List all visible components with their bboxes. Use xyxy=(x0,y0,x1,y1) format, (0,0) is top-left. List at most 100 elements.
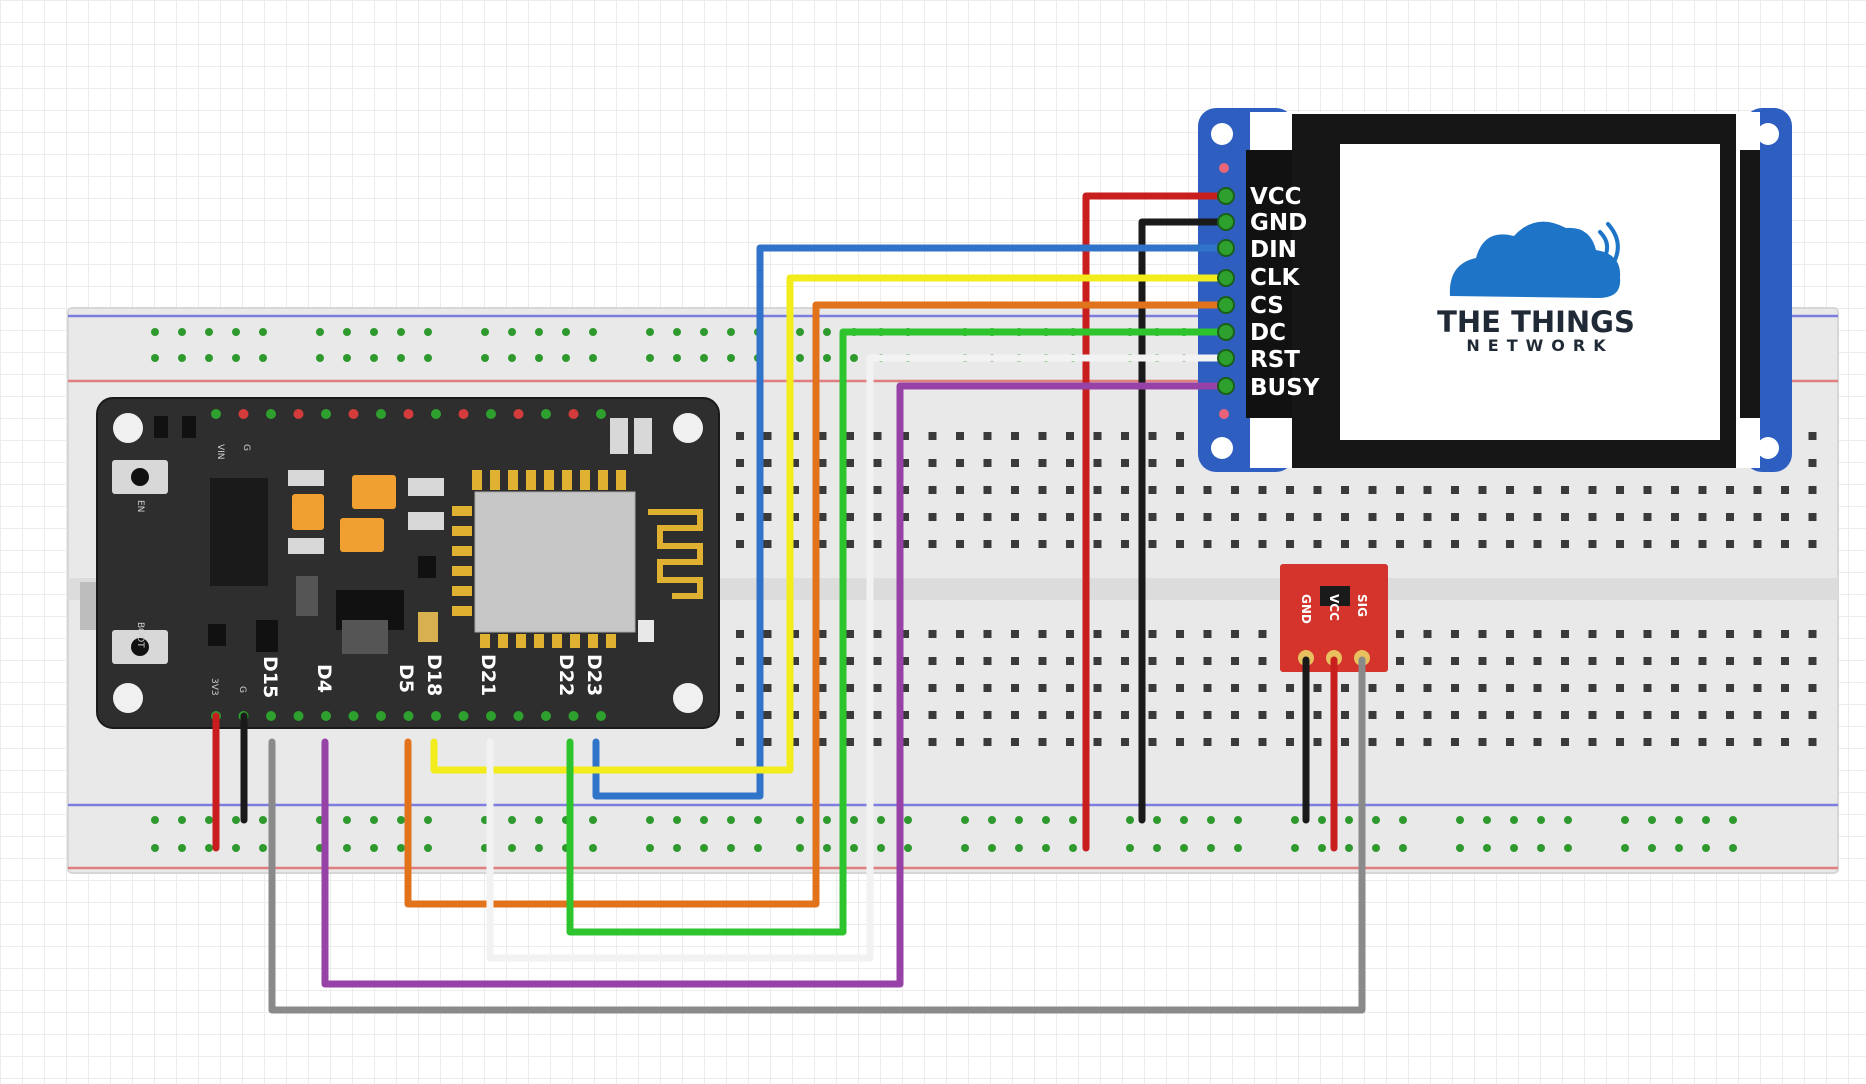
module-pad xyxy=(452,586,472,596)
rail-hole xyxy=(535,844,543,852)
header-pin xyxy=(596,409,606,419)
sensor-pin-label-sig: SIG xyxy=(1355,594,1369,617)
rail-hole xyxy=(646,354,654,362)
breadboard-hole xyxy=(1258,657,1267,665)
breadboard-hole xyxy=(1176,684,1184,692)
breadboard-hole xyxy=(1588,738,1597,746)
breadboard-hole xyxy=(1451,513,1459,521)
header-pin xyxy=(513,409,524,419)
rail-hole xyxy=(178,328,186,336)
rail-hole xyxy=(1207,816,1215,824)
breadboard-hole xyxy=(1643,630,1652,638)
breadboard-hole xyxy=(1148,459,1157,467)
header-pin xyxy=(266,711,276,721)
rail-hole xyxy=(259,844,267,852)
breadboard-hole xyxy=(1038,459,1047,467)
rail-hole xyxy=(1069,816,1077,824)
module-pad xyxy=(498,634,508,648)
breadboard-hole xyxy=(1396,657,1404,665)
breadboard-hole xyxy=(1038,432,1047,440)
breadboard-hole xyxy=(1478,657,1487,665)
display-pin-labels: VCC GND DIN CLK CS DC RST BUSY xyxy=(1250,184,1320,401)
esp-pin-label-d5: D5 xyxy=(395,664,417,693)
display-pin-pads xyxy=(1217,187,1235,395)
rail-hole xyxy=(535,354,543,362)
breadboard-hole xyxy=(1093,657,1102,665)
rail-hole xyxy=(1180,816,1188,824)
breadboard-hole xyxy=(873,711,882,719)
breadboard-hole xyxy=(1148,657,1157,665)
display-pin-rst: RST xyxy=(1250,347,1300,373)
rail-hole xyxy=(754,844,762,852)
breadboard-hole xyxy=(1808,513,1817,521)
breadboard-hole xyxy=(818,432,827,440)
breadboard-hole xyxy=(1148,630,1157,638)
breadboard-hole xyxy=(1341,486,1349,494)
breadboard-hole xyxy=(1011,540,1019,548)
sensor-sig-wire[interactable] xyxy=(268,656,1366,1014)
breadboard-hole xyxy=(1341,540,1349,548)
breadboard-hole xyxy=(736,540,744,548)
breadboard-hole xyxy=(1148,432,1157,440)
display-pin-vcc: VCC xyxy=(1250,184,1302,210)
breadboard-hole xyxy=(1643,486,1652,494)
breadboard-hole xyxy=(1781,630,1789,638)
breadboard-hole xyxy=(928,738,937,746)
breadboard-hole xyxy=(1726,711,1734,719)
epaper-display: THE THINGS NETWORK xyxy=(1198,108,1792,472)
breadboard-hole xyxy=(1533,630,1542,638)
breadboard-hole xyxy=(1121,657,1129,665)
header-pin xyxy=(458,711,469,721)
breadboard-hole xyxy=(1533,738,1542,746)
header-pin xyxy=(403,711,414,721)
rail-hole xyxy=(370,816,378,824)
breadboard-hole xyxy=(1176,432,1184,440)
breadboard-hole xyxy=(1231,711,1239,719)
breadboard-hole xyxy=(1698,684,1707,692)
breadboard-hole xyxy=(763,738,772,746)
clk-wire[interactable] xyxy=(430,274,1230,774)
rail-hole xyxy=(259,354,267,362)
rail-hole xyxy=(151,328,159,336)
breadboard-hole xyxy=(1781,540,1789,548)
breadboard-hole xyxy=(1533,684,1542,692)
rail-hole xyxy=(823,844,831,852)
breadboard-hole xyxy=(1038,540,1047,548)
rail-hole xyxy=(1180,844,1188,852)
cs-wire[interactable] xyxy=(404,301,1230,908)
rail-hole xyxy=(178,844,186,852)
display-pin-pad xyxy=(1217,239,1235,257)
rst-wire[interactable] xyxy=(486,354,1230,962)
busy-wire[interactable] xyxy=(321,382,1230,988)
esp-pin-label-d4: D4 xyxy=(313,664,335,693)
breadboard-hole xyxy=(818,711,827,719)
gnd-wire[interactable] xyxy=(1138,218,1230,824)
breadboard-hole xyxy=(1203,513,1212,521)
vcc-wire[interactable] xyxy=(1082,192,1230,852)
breadboard-hole xyxy=(983,459,992,467)
breadboard-hole xyxy=(763,513,772,521)
rail-hole xyxy=(646,328,654,336)
breadboard-hole xyxy=(736,630,744,638)
breadboard-hole xyxy=(1396,738,1404,746)
breadboard-hole xyxy=(1808,432,1817,440)
breadboard-hole xyxy=(1698,711,1707,719)
dc-wire[interactable] xyxy=(566,328,1230,936)
breadboard-hole xyxy=(928,711,937,719)
breadboard-hole xyxy=(1121,486,1129,494)
breadboard-hole xyxy=(1588,711,1597,719)
rail-hole xyxy=(205,328,213,336)
breadboard-hole xyxy=(1616,513,1624,521)
rail-hole xyxy=(1537,816,1545,824)
rail-hole xyxy=(424,328,432,336)
rail-hole xyxy=(481,328,489,336)
breadboard-hole xyxy=(763,684,772,692)
breadboard-hole xyxy=(791,432,799,440)
rail-hole xyxy=(1069,844,1077,852)
rail-hole xyxy=(1537,844,1545,852)
breadboard-hole xyxy=(1011,738,1019,746)
din-wire[interactable] xyxy=(592,244,1230,800)
breadboard-hole xyxy=(956,738,964,746)
breadboard-hole xyxy=(1423,711,1432,719)
rail-hole xyxy=(1372,844,1380,852)
